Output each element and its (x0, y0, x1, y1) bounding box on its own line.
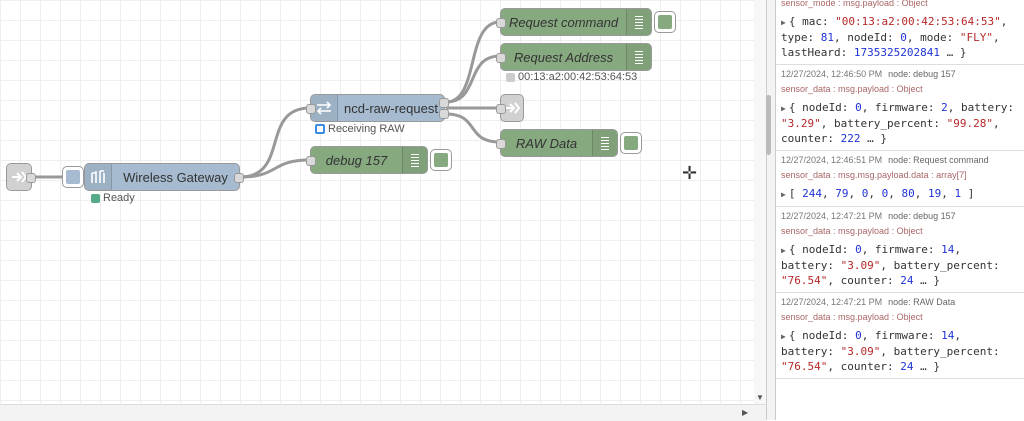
input-port[interactable] (496, 104, 506, 114)
debug-message[interactable]: sensor_mode : msg.payload : Object ▶{ ma… (776, 0, 1024, 65)
wire-ncd-to-raw-data (445, 112, 501, 144)
debug-157-toggle[interactable] (430, 149, 452, 171)
output-port-2[interactable] (439, 109, 449, 119)
expand-icon[interactable]: ▶ (781, 18, 786, 27)
request-address-node[interactable]: Request Address (496, 43, 652, 71)
debug-list-icon (626, 44, 651, 70)
msg-topic: sensor_data : msg.payload : Object (781, 84, 923, 94)
debug-sidebar: sensor_mode : msg.payload : Object ▶{ ma… (776, 0, 1024, 420)
scroll-right-icon[interactable]: ▶ (742, 408, 749, 417)
msg-body[interactable]: ▶{ mac: "00:13:a2:00:42:53:64:53", type:… (781, 15, 1008, 59)
debug-157-node[interactable]: debug 157 (306, 146, 428, 174)
status-dot (91, 193, 100, 203)
input-port[interactable] (496, 53, 506, 63)
flow-wires (32, 20, 501, 179)
node-label: Request command (508, 14, 619, 30)
node-label: Request Address (513, 49, 614, 65)
wire-gateway-to-ncd (239, 106, 311, 179)
input-port[interactable] (496, 139, 506, 149)
debug-list-icon (626, 9, 651, 35)
ncd-raw-request-node[interactable]: ncd-raw-request (306, 94, 449, 122)
msg-topic: sensor_mode : msg.payload : Object (781, 0, 928, 8)
expand-icon[interactable]: ▶ (781, 104, 786, 113)
ncd-status: Receiving RAW (315, 123, 405, 135)
workspace-vertical-scrollbar[interactable]: ▼ (754, 0, 766, 404)
link-out-icon (501, 95, 523, 121)
link-out-node[interactable] (496, 94, 524, 122)
wire-ncd-to-request-address (445, 54, 501, 104)
raw-data-node[interactable]: RAW Data (496, 129, 618, 157)
flow-workspace[interactable]: Wireless Gateway Ready ncd-raw-request R… (0, 0, 766, 404)
msg-body[interactable]: ▶{ nodeId: 0, firmware: 14, battery: "3.… (781, 243, 1000, 287)
input-port[interactable] (496, 18, 506, 28)
node-label: RAW Data (515, 135, 578, 151)
status-ring (315, 124, 325, 134)
gateway-status: Ready (91, 192, 135, 204)
status-dot (506, 72, 515, 82)
msg-body[interactable]: ▶[ 244, 79, 0, 0, 80, 19, 1 ] (781, 187, 975, 200)
request-address-status: 00:13:a2:00:42:53:64:53 (506, 71, 637, 83)
node-label: debug 157 (325, 152, 388, 168)
scroll-down-icon[interactable]: ▼ (756, 393, 764, 402)
msg-body[interactable]: ▶{ nodeId: 0, firmware: 14, battery: "3.… (781, 329, 1000, 373)
move-cursor-icon: ✛ (682, 163, 698, 183)
wire-gateway-to-debug (239, 158, 311, 179)
request-command-node[interactable]: Request command (496, 8, 652, 36)
wireless-icon (85, 164, 112, 190)
wire-ncd-to-request-command (445, 20, 501, 104)
splitter-scroll-thumb[interactable] (766, 95, 771, 155)
output-port-1[interactable] (439, 98, 449, 108)
msg-topic: sensor_data : msg.payload : Object (781, 226, 923, 236)
node-label: Wireless Gateway (123, 169, 228, 185)
wireless-gateway-node[interactable]: Wireless Gateway (84, 163, 244, 191)
output-port[interactable] (26, 173, 36, 183)
expand-icon[interactable]: ▶ (781, 190, 786, 199)
raw-data-toggle[interactable] (620, 132, 642, 154)
debug-list-icon (402, 147, 427, 173)
expand-icon[interactable]: ▶ (781, 332, 786, 341)
output-port[interactable] (234, 173, 244, 183)
msg-topic: sensor_data : msg.payload : Object (781, 312, 923, 322)
sidebar-splitter[interactable] (766, 0, 776, 420)
input-port[interactable] (306, 156, 316, 166)
input-port[interactable] (306, 104, 316, 114)
gateway-inject-button[interactable] (62, 166, 84, 188)
msg-topic: sensor_data : msg.msg.payload.data : arr… (781, 170, 967, 180)
link-in-node[interactable] (6, 163, 36, 191)
expand-icon[interactable]: ▶ (781, 246, 786, 255)
debug-list-icon (592, 130, 617, 156)
workspace-horizontal-scrollbar[interactable]: ▶ (0, 404, 766, 421)
node-label: ncd-raw-request (344, 100, 438, 116)
request-command-toggle[interactable] (654, 11, 676, 33)
msg-body[interactable]: ▶{ nodeId: 0, firmware: 2, battery: "3.2… (781, 101, 1015, 145)
